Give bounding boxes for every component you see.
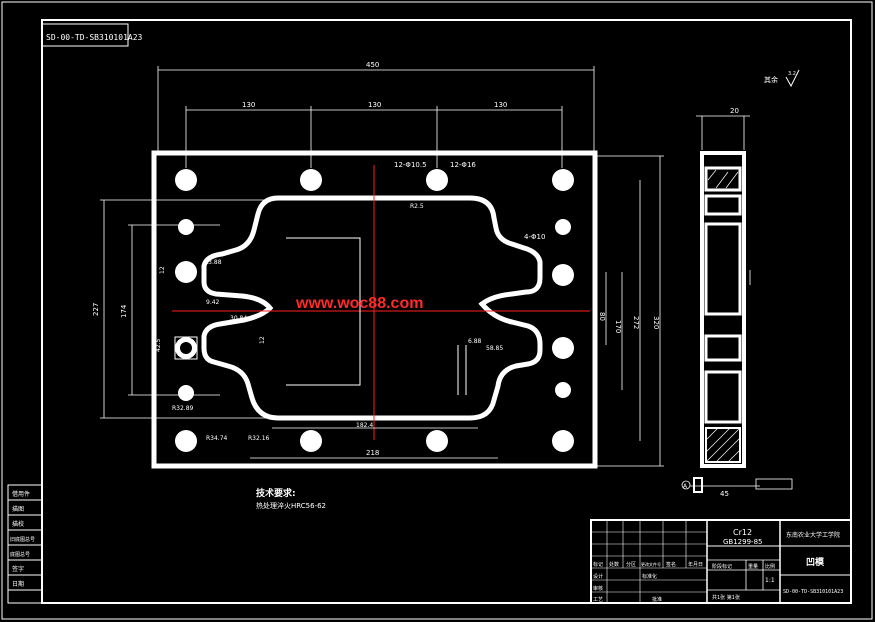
dim-130c: 130 — [494, 101, 507, 109]
strip-6: 签字 — [12, 565, 24, 573]
sheet-info: 共1张 第1张 — [712, 594, 740, 601]
roughness-value: 3.2 — [788, 71, 796, 77]
design-label: 设计 — [593, 573, 603, 580]
hole — [175, 261, 197, 283]
school-name: 东南农业大学工学院 — [786, 531, 840, 539]
dim-6-88: 6.88 — [468, 338, 482, 345]
dim-r32b: R32.89 — [172, 405, 194, 412]
dim-182: 182.4 — [356, 422, 373, 429]
pin-hole — [178, 385, 194, 401]
hole — [552, 169, 574, 191]
hole — [426, 169, 448, 191]
roughness-icon — [785, 69, 800, 88]
drawing-code: SD-00-TD-SB310101A23 — [783, 589, 843, 595]
title-block: 标记 处数 分区 更改文件号 签名 年月日 设计 标准化 审核 工艺 批准 Cr… — [590, 519, 852, 604]
stage-label: 阶段标记 — [712, 563, 732, 570]
dim-227: 227 — [92, 303, 100, 316]
hole-note-1: 12-Φ10.5 — [394, 161, 427, 169]
hole — [175, 169, 197, 191]
drawing-number: SD-00-TD-SB310101A23 — [46, 33, 143, 42]
dim-450: 450 — [366, 61, 379, 69]
material-standard: GB1299-85 — [723, 538, 762, 546]
strip-5: 底图总号 — [10, 551, 30, 558]
hole-note-3: 4-Φ10 — [524, 233, 545, 241]
dimensions — [100, 66, 664, 467]
left-strip: 借用件 描图 描校 旧底图总号 底图总号 签字 日期 — [7, 484, 43, 604]
dim-130a: 130 — [242, 101, 255, 109]
drawing-number-box — [41, 23, 129, 47]
pin-hole — [555, 219, 571, 235]
main-plate — [151, 150, 598, 469]
strip-1: 借用件 — [12, 490, 30, 498]
mark-col-3: 分区 — [626, 561, 636, 568]
dim-12b: 12 — [259, 336, 266, 344]
weight-label: 重量 — [748, 563, 758, 570]
hole — [426, 430, 448, 452]
strip-4: 旧底图总号 — [10, 536, 35, 543]
hole — [300, 169, 322, 191]
side-dim-20: 20 — [730, 107, 739, 115]
side-view: 20 A 45 — [681, 107, 793, 498]
scale-value: 1:1 — [765, 577, 775, 584]
dim-42-5: 42.5 — [155, 338, 162, 352]
hole — [552, 430, 574, 452]
scale-label: 比例 — [765, 563, 775, 570]
mark-col-1: 标记 — [593, 561, 603, 568]
pin-hole — [555, 382, 571, 398]
process-label: 工艺 — [593, 597, 603, 603]
hole — [552, 264, 574, 286]
dim-272: 272 — [632, 316, 640, 329]
pin-holes — [178, 219, 571, 401]
strip-7: 日期 — [12, 580, 24, 588]
side-ref-a: A — [683, 483, 688, 490]
hole — [175, 430, 197, 452]
dim-80: 80 — [598, 312, 606, 321]
mark-col-2: 处数 — [609, 561, 619, 568]
watermark: www.woc88.com — [295, 295, 423, 312]
strip-2: 描图 — [12, 505, 24, 513]
approve-label: 批准 — [652, 596, 662, 603]
dim-130b: 130 — [368, 101, 381, 109]
dim-r34: R34.74 — [206, 435, 228, 442]
tech-req-title: 技术要求: — [256, 487, 296, 499]
large-holes — [175, 169, 574, 452]
material: Cr12 — [733, 528, 752, 537]
review-label: 审核 — [593, 585, 603, 592]
cavity-label: R2.5 — [410, 203, 424, 210]
inner-frame — [41, 19, 852, 604]
tech-req-line1: 热处理淬火HRC56-62 — [256, 501, 326, 510]
part-name: 凹模 — [806, 556, 825, 568]
dim-9-42: 9.42 — [206, 299, 220, 306]
standardize-label: 标准化 — [642, 573, 657, 580]
side-dim-45: 45 — [720, 490, 729, 498]
dim-174: 174 — [120, 304, 128, 318]
mark-col-6: 年月日 — [688, 561, 703, 568]
dim-320: 320 — [652, 316, 660, 329]
mark-col-4: 更改文件号 — [641, 561, 661, 567]
dim-12: 12 — [159, 266, 166, 274]
dim-r32: R32.16 — [248, 435, 270, 442]
roughness-label: 其余 — [764, 75, 778, 84]
dim-218: 218 — [366, 449, 379, 457]
dim-30-84: 30.84 — [230, 315, 247, 322]
pin-hole — [178, 219, 194, 235]
dim-170: 170 — [614, 320, 622, 333]
hole-note-2: 12-Φ16 — [450, 161, 476, 169]
strip-3: 描校 — [12, 520, 24, 528]
mark-col-5: 签名 — [666, 561, 676, 568]
hole — [552, 337, 574, 359]
hole — [300, 430, 322, 452]
dim-58-85: 58.85 — [486, 345, 503, 352]
die-cavity — [201, 195, 543, 421]
dim-r3: R3.88 — [204, 259, 222, 266]
